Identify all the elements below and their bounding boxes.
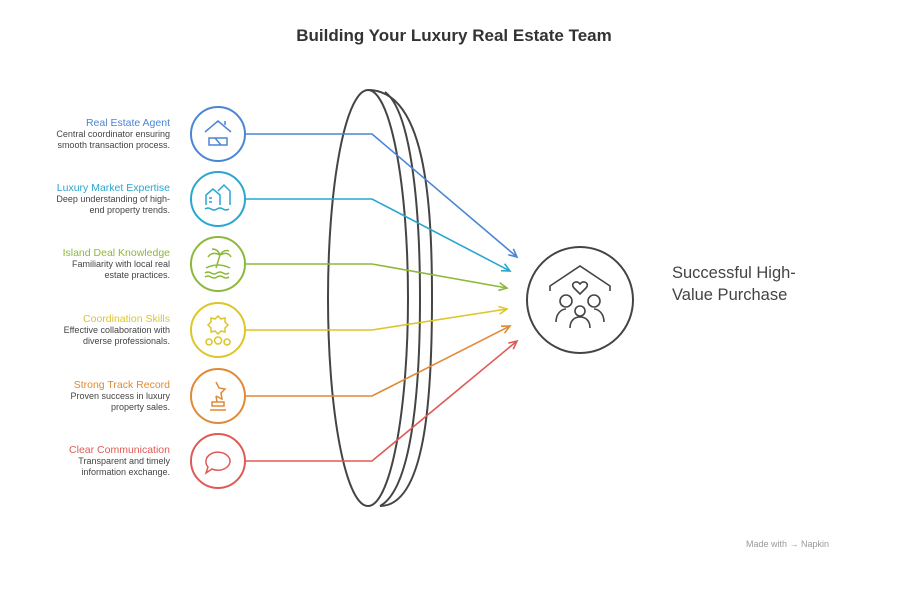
team-item: Coordination Skills Effective collaborat… (20, 313, 170, 347)
icon-node-1 (190, 171, 246, 227)
link-line (245, 133, 518, 258)
item-desc-1: Proven success in luxury (70, 391, 170, 401)
link-arrow-0 (245, 133, 519, 259)
arrow-head (498, 282, 509, 292)
arrow-head (498, 305, 509, 315)
house-handshake-icon (204, 120, 232, 146)
trophy-star-icon (210, 381, 227, 411)
icon-circle (190, 106, 246, 162)
item-heading: Strong Track Record (73, 379, 170, 391)
item-desc-2: property sales. (110, 402, 170, 412)
result-line-1: Successful High- (672, 264, 796, 282)
item-desc-1: Transparent and timely (78, 456, 170, 466)
link-arrow-3 (245, 305, 509, 331)
result-node (526, 246, 634, 354)
link-arrow-4 (245, 325, 512, 397)
item-heading: Island Deal Knowledge (62, 247, 170, 259)
made-with-napkin: Made with → Napkin (746, 539, 830, 549)
item-heading: Clear Communication (69, 444, 170, 456)
result-label: Successful High- Value Purchase (672, 262, 832, 306)
link-line (245, 340, 518, 462)
icon-circle (190, 171, 246, 227)
lens-front (327, 89, 409, 507)
diagram-title: Building Your Luxury Real Estate Team (296, 26, 612, 45)
icon-circle (190, 302, 246, 358)
team-item: Luxury Market Expertise Deep understandi… (20, 182, 170, 216)
item-desc-2: estate practices. (104, 270, 170, 280)
result-line-2: Value Purchase (672, 286, 788, 304)
lens (327, 89, 434, 507)
item-heading: Coordination Skills (83, 313, 170, 325)
item-desc-1: Effective collaboration with (63, 325, 170, 335)
icon-node-5 (190, 433, 246, 489)
team-gear-icon (205, 314, 231, 346)
item-desc-2: end property trends. (89, 205, 170, 215)
item-desc-2: information exchange. (81, 467, 170, 477)
speech-bubble-icon (204, 451, 231, 475)
icon-node-0 (190, 106, 246, 162)
link-line (245, 308, 508, 331)
arrow-head (500, 263, 512, 272)
icon-node-4 (190, 368, 246, 424)
item-desc-1: Familiarity with local real (71, 259, 170, 269)
link-line (245, 198, 511, 272)
team-item: Island Deal Knowledge Familiarity with l… (20, 247, 170, 281)
link-arrow-1 (245, 198, 512, 272)
lens-edge (379, 91, 422, 507)
item-desc-1: Central coordinator ensuring (56, 129, 170, 139)
link-line (245, 263, 508, 289)
team-item: Real Estate Agent Central coordinator en… (20, 117, 170, 151)
palm-island-icon (204, 248, 232, 279)
team-item: Clear Communication Transparent and time… (20, 444, 170, 478)
item-desc-1: Deep understanding of high- (56, 194, 170, 204)
item-desc-2: smooth transaction process. (57, 140, 170, 150)
icon-circle (190, 368, 246, 424)
family-home-heart-icon (549, 265, 611, 329)
result-circle (526, 246, 634, 354)
icon-circle (190, 433, 246, 489)
item-heading: Real Estate Agent (85, 117, 170, 129)
item-heading: Luxury Market Expertise (56, 182, 170, 194)
team-item: Strong Track Record Proven success in lu… (20, 379, 170, 413)
link-arrow-5 (245, 339, 519, 462)
link-arrow-2 (245, 263, 509, 292)
item-desc-2: diverse professionals. (82, 336, 170, 346)
link-line (245, 325, 511, 397)
arrow-head (500, 325, 512, 334)
icon-node-3 (190, 302, 246, 358)
icon-node-2 (190, 236, 246, 292)
waterfront-buildings-icon (204, 183, 231, 211)
arrow-head (508, 339, 519, 350)
arrow-head (508, 248, 519, 259)
lens-rim (367, 89, 434, 507)
